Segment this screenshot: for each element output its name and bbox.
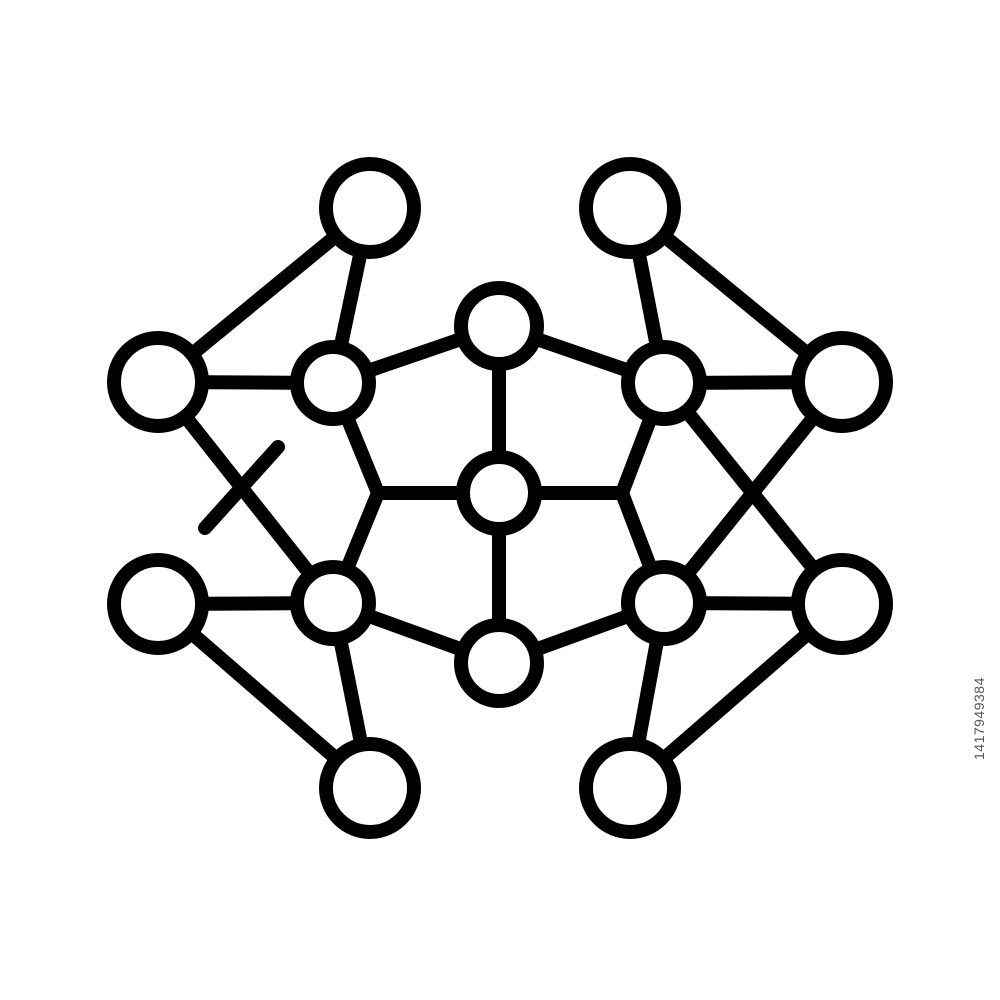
node-mid-right-lower bbox=[791, 553, 893, 655]
node-mid-left-lower bbox=[107, 553, 209, 655]
watermark-id-text: 1417949384 bbox=[971, 677, 987, 760]
node-bottom-left bbox=[319, 737, 421, 839]
node-mid-left-upper bbox=[107, 331, 209, 433]
node-inner-left-lower bbox=[290, 560, 376, 646]
edge bbox=[198, 440, 285, 535]
node-center-bottom bbox=[454, 618, 544, 708]
node-center-top bbox=[454, 281, 544, 371]
node-bottom-right bbox=[579, 737, 681, 839]
node-inner-right-upper bbox=[621, 340, 707, 426]
node-inner-left-upper bbox=[290, 340, 376, 426]
node-top-left bbox=[319, 157, 421, 259]
network-nodes bbox=[107, 157, 893, 839]
node-center bbox=[456, 450, 542, 536]
node-top-right bbox=[579, 157, 681, 259]
node-inner-right-lower bbox=[621, 560, 707, 646]
node-mid-right-upper bbox=[791, 331, 893, 433]
